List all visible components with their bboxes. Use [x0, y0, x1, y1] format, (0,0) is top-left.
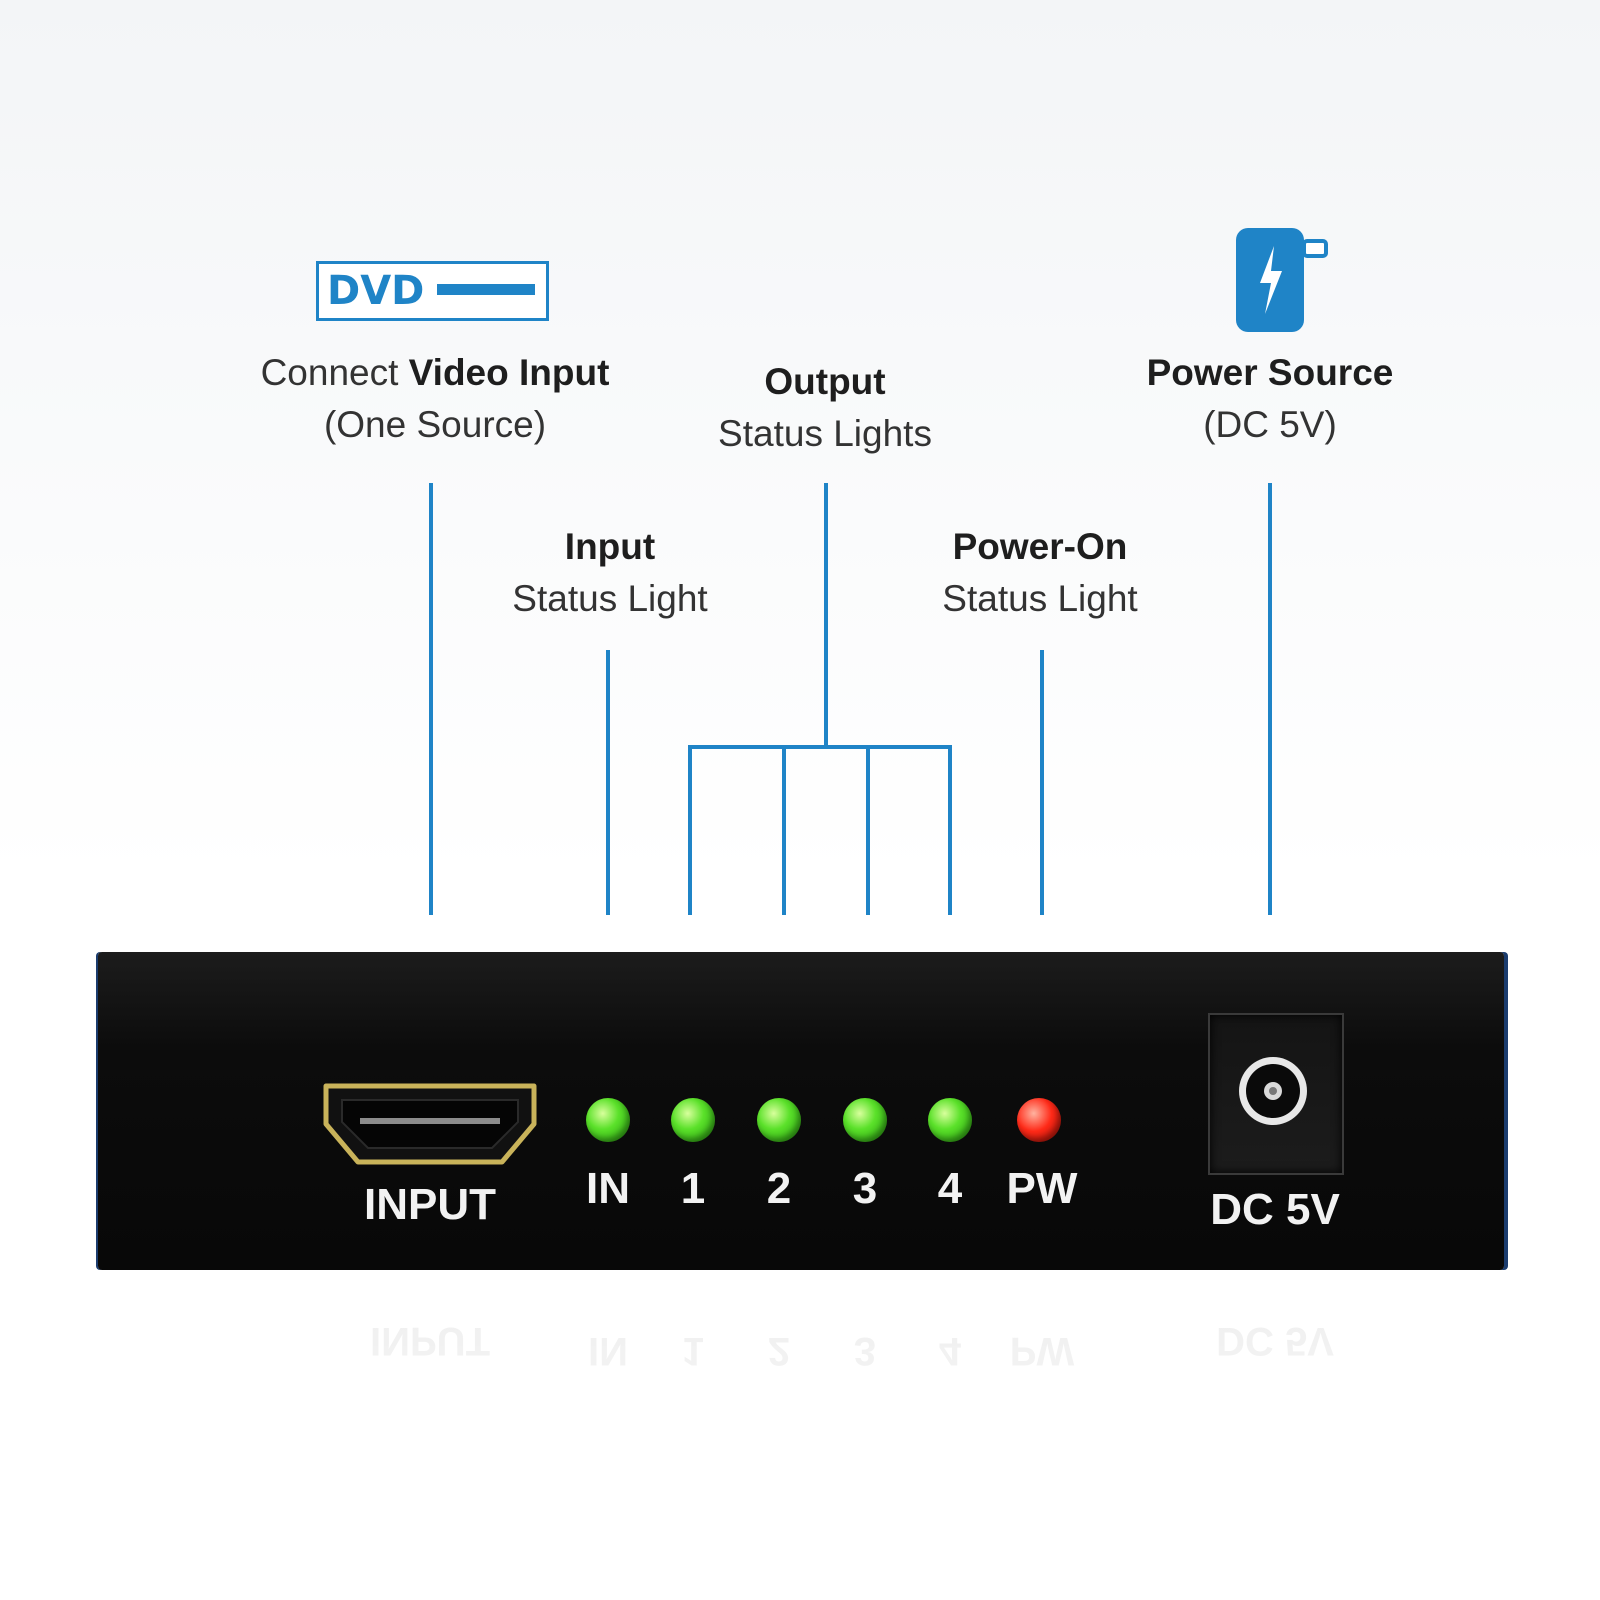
- leader-lines: [429, 483, 1272, 915]
- led-label-4: 4: [937, 1164, 963, 1213]
- led-label-in: IN: [586, 1164, 630, 1213]
- dvd-icon-text: DVD: [327, 268, 425, 314]
- reflection-fade: [0, 1280, 1600, 1600]
- callout-output-status: Output Status Lights: [718, 361, 932, 454]
- callout-power-source: Power Source (DC 5V): [1146, 352, 1394, 445]
- dc-jack-socket-icon: [1239, 1057, 1307, 1125]
- power-adapter-icon: [1236, 228, 1328, 332]
- led-output-4: [928, 1098, 972, 1142]
- dc-power-jack[interactable]: [1208, 1013, 1344, 1175]
- led-label-2: 2: [766, 1164, 792, 1213]
- led-output-3: [843, 1098, 887, 1142]
- led-in: [586, 1098, 630, 1142]
- leader-line-output-branch: [688, 745, 952, 915]
- led-label-3: 3: [852, 1164, 878, 1213]
- callout-power-on: Power-On Status Light: [942, 526, 1138, 619]
- dvd-slot: [437, 284, 535, 295]
- dvd-icon: DVD: [316, 261, 549, 321]
- hdmi-input-port[interactable]: [320, 1080, 540, 1168]
- led-label-pw: PW: [1006, 1164, 1078, 1213]
- led-label-1: 1: [680, 1164, 706, 1213]
- dc-jack-label: DC 5V: [1210, 1185, 1340, 1234]
- led-output-2: [757, 1098, 801, 1142]
- led-power: [1017, 1098, 1061, 1142]
- led-output-1: [671, 1098, 715, 1142]
- callout-video-input: Connect Video Input (One Source): [260, 352, 610, 445]
- input-port-label: INPUT: [364, 1180, 496, 1229]
- callout-input-status: Input Status Light: [512, 526, 708, 619]
